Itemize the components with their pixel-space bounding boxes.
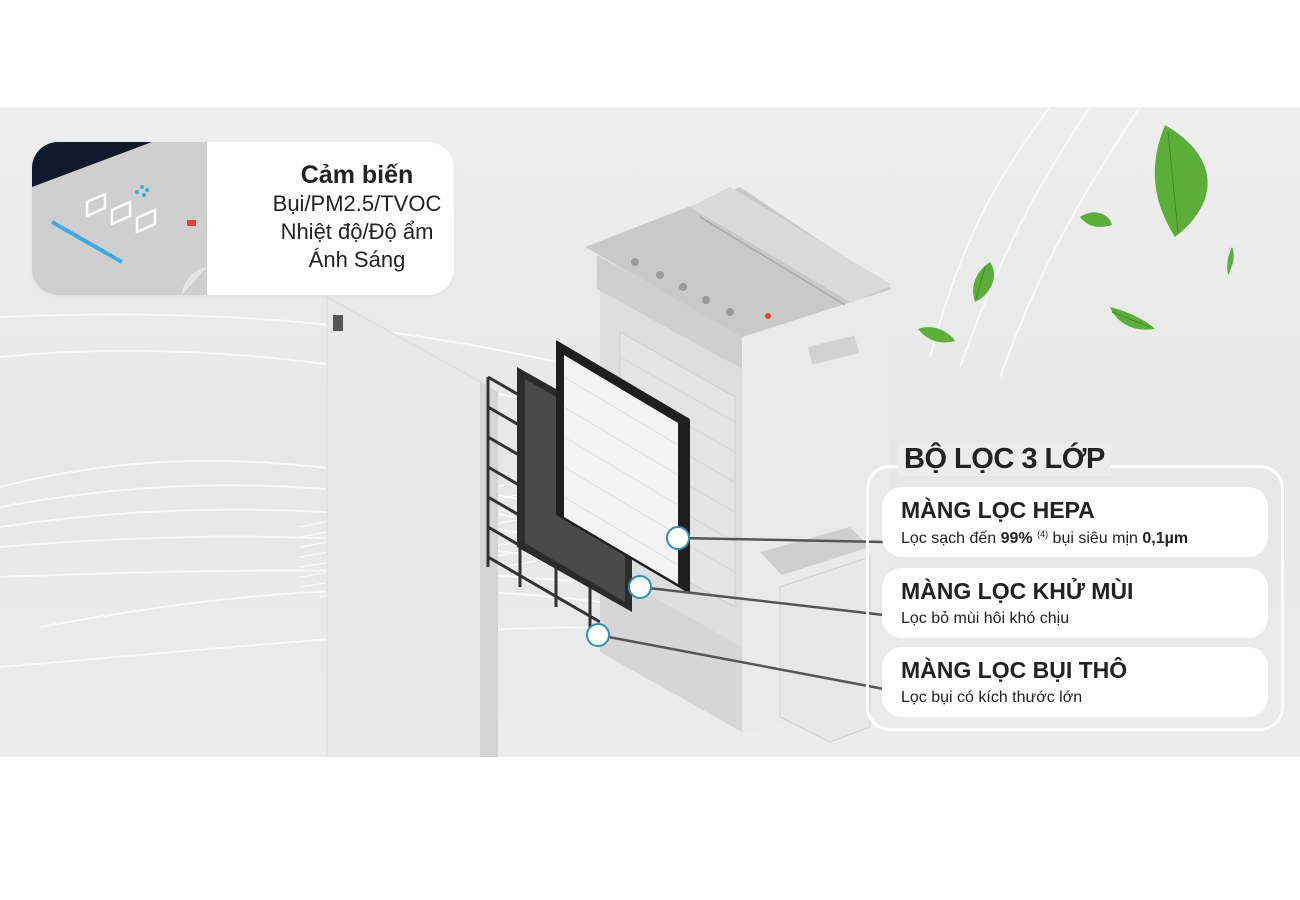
filter-card-coarse: MÀNG LỌC BỤI THÔ Lọc bụi có kích thước l… [882, 647, 1268, 717]
leaf-icon [918, 125, 1234, 343]
filter-name: MÀNG LỌC KHỬ MÙI [901, 578, 1134, 604]
filter-name: MÀNG LỌC HEPA [901, 497, 1095, 523]
lid-panel-1 [690, 187, 892, 303]
sensor-display-icon [32, 142, 207, 295]
callout-marker-icon [586, 526, 690, 647]
filter-desc: Lọc bỏ mùi hôi khó chịu [901, 610, 1070, 627]
control-lid [585, 187, 892, 337]
lid-seam [699, 216, 846, 306]
sensor-line-light: Ánh Sáng [308, 247, 406, 272]
sensor-text: Cảm biến Bụi/PM2.5/TVOC Nhiệt độ/Độ ẩm Á… [237, 160, 477, 274]
filter-desc: Lọc bụi có kích thước lớn [901, 689, 1083, 706]
leaf-veins [975, 131, 1179, 328]
control-buttons [631, 258, 734, 316]
body-top-band [597, 255, 742, 369]
indicator-red [765, 313, 771, 319]
sensor-title: Cảm biến [300, 161, 414, 189]
sensor-line-temp-humidity: Nhiệt độ/Độ ẩm [280, 219, 434, 244]
brand-badge-icon [333, 315, 343, 331]
tank-lid [760, 527, 870, 575]
desc-size: 0,1µm [1142, 530, 1189, 547]
front-panel-edge [480, 382, 498, 757]
filter-card-deodorizing: MÀNG LỌC KHỬ MÙI Lọc bỏ mùi hôi khó chịu [882, 568, 1268, 638]
desc-mid: bụi siêu mịn [1048, 530, 1143, 547]
hepa-pleats [563, 376, 679, 566]
sensor-line-dust: Bụi/PM2.5/TVOC [272, 191, 442, 216]
front-panel [326, 296, 491, 757]
filter-panel-title: BỘ LỌC 3 LỚP [898, 443, 1111, 476]
side-handle [808, 335, 859, 365]
desc-percent: 99% [1000, 530, 1033, 547]
water-tank [779, 556, 871, 743]
filter-card-hepa: MÀNG LỌC HEPA Lọc sạch đến 99% (4) bụi s… [882, 487, 1268, 557]
air-purifier-illustration [0, 107, 1234, 757]
sensor-card: Cảm biến Bụi/PM2.5/TVOC Nhiệt độ/Độ ẩm Á… [32, 142, 454, 295]
desc-footnote: (4) [1037, 529, 1049, 539]
filter-desc: Lọc sạch đến 99% (4) bụi siêu mịn 0,1µm [901, 529, 1188, 548]
callout-lines [597, 536, 885, 691]
hepa-filter-media [564, 355, 678, 584]
filter-name: MÀNG LỌC BỤI THÔ [901, 657, 1128, 683]
desc-prefix: Lọc sạch đến [901, 530, 1001, 547]
product-scene: Cảm biến Bụi/PM2.5/TVOC Nhiệt độ/Độ ẩm Á… [0, 107, 1300, 757]
